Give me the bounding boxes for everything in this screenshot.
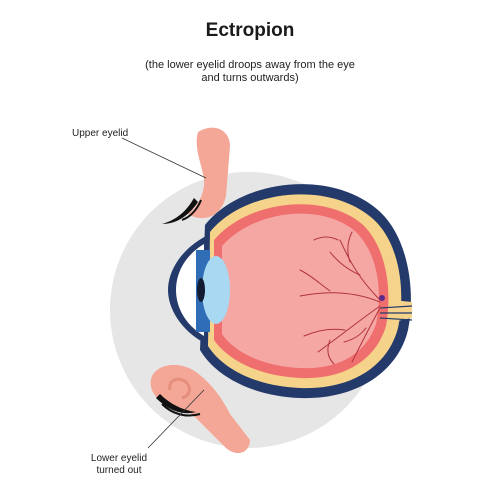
- leader-upper-eyelid: [121, 137, 207, 179]
- pupil: [197, 278, 205, 302]
- leader-lower-eyelid: [147, 389, 205, 449]
- optic-nerve-line-3: [379, 317, 413, 321]
- optic-nerve: [392, 300, 412, 322]
- lower-eyelid-curl: [168, 377, 191, 400]
- label-lower-eyelid: Lower eyelid turned out: [84, 453, 154, 477]
- upper-eyelashes: [162, 198, 198, 224]
- retinal-vessels: [299, 231, 381, 365]
- upper-eyelash-strand: [181, 199, 202, 221]
- retina: [222, 213, 379, 369]
- lower-eyelashes: [156, 394, 196, 414]
- lower-eyelid: [150, 364, 250, 454]
- label-upper-eyelid: Upper eyelid: [72, 128, 129, 139]
- page-title: Ectropion: [205, 20, 295, 41]
- optic-disc: [379, 295, 385, 301]
- eyeball: [168, 184, 413, 399]
- lens: [202, 256, 230, 324]
- page-subtitle: (the lower eyelid droops away from the e…: [90, 59, 410, 85]
- upper-eyelid: [188, 127, 230, 219]
- optic-nerve-line-1: [379, 305, 413, 309]
- subtitle-line-2: and turns outwards): [201, 72, 299, 84]
- lower-eyelash-strand: [161, 403, 201, 417]
- label-lower-eyelid-line-2: turned out: [96, 465, 142, 476]
- label-lower-eyelid-line-1: Lower eyelid: [90, 453, 148, 464]
- subtitle-line-1: (the lower eyelid droops away from the e…: [145, 59, 355, 71]
